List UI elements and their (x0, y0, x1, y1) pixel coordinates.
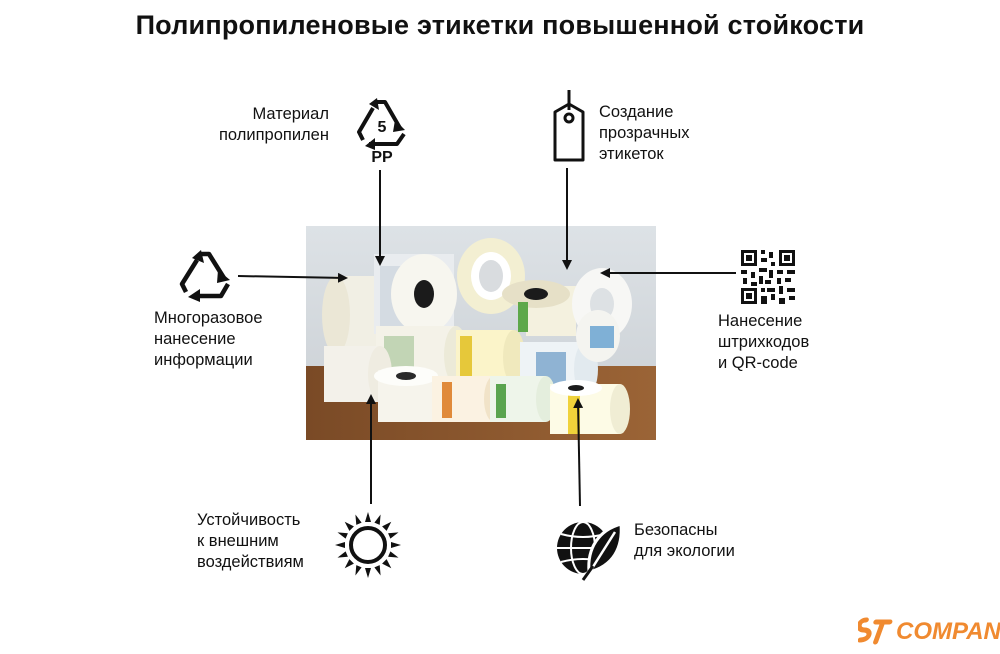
feature-reusable-label: Многоразовое нанесение информации (154, 309, 263, 369)
feature-material-label: Материал полипропилен (219, 105, 329, 144)
company-logo: COMPANY (856, 612, 1000, 653)
qr-code-icon (741, 250, 795, 309)
globe-leaf-icon (553, 512, 625, 589)
feature-resistance-label: Устойчивость к внешним воздействиям (197, 511, 304, 571)
arrow-eco (573, 398, 584, 507)
recycle-pp-icon: 5 PP (355, 94, 411, 171)
pp-abbr: PP (371, 149, 393, 166)
recycle-icon (178, 248, 236, 307)
page-title: Полипропиленовые этикетки повышенной сто… (135, 10, 865, 40)
label-rolls-photo (306, 226, 656, 440)
feature-eco-label: Безопасны для экологии (634, 521, 735, 560)
svg-text:COMPANY: COMPANY (896, 618, 1000, 645)
tag-icon (549, 90, 589, 169)
pp-code: 5 (378, 119, 387, 136)
feature-transparent-label: Создание прозрачных этикеток (599, 103, 690, 163)
arrow-reusable (237, 272, 348, 283)
feature-barcodes-label: Нанесение штрихкодов и QR-code (718, 312, 810, 372)
sun-icon (333, 510, 403, 585)
